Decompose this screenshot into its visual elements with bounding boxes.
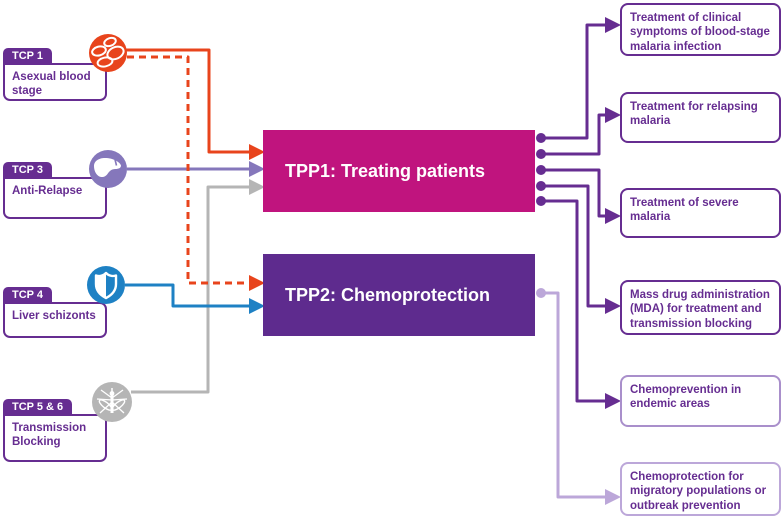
connector-tcp56-tpp1 (131, 179, 265, 394)
shield-icon (87, 266, 125, 304)
connector-tcp3-tpp1 (127, 161, 265, 177)
tcp56-label: Transmission Blocking (3, 414, 107, 462)
tcp3-label: Anti-Relapse (3, 177, 107, 219)
tcp1-tab: TCP 1 (3, 48, 52, 64)
outcome-severe-malaria: Treatment of severe malaria (620, 188, 781, 238)
connector-tpp2-outcome6 (536, 288, 621, 505)
connector-tpp1-outcome2 (536, 107, 621, 159)
outcome-blood-stage-treatment: Treatment of clinical symptoms of blood-… (620, 3, 781, 56)
connector-tpp1-outcome5 (536, 196, 621, 409)
tcp3-card: TCP 3 Anti-Relapse (3, 160, 107, 219)
mosquito-icon (92, 382, 132, 422)
connector-tpp1-outcome4 (536, 181, 621, 314)
tcp3-tab: TCP 3 (3, 162, 52, 178)
connector-tpp1-outcome3 (536, 165, 621, 224)
connector-tcp4-tpp2 (125, 283, 265, 314)
tcp4-card: TCP 4 Liver schizonts (3, 285, 107, 338)
tpp2-box: TPP2: Chemoprotection (263, 254, 535, 336)
connector-tcp1-tpp1 (121, 48, 265, 160)
tcp56-tab: TCP 5 & 6 (3, 399, 73, 415)
connector-tpp1-outcome1 (536, 17, 621, 143)
liver-icon (89, 150, 127, 188)
outcome-mda: Mass drug administration (MDA) for treat… (620, 280, 781, 335)
outcome-chemoprevention-endemic: Chemoprevention in endemic areas (620, 375, 781, 427)
tcp1-label: Asexual blood stage (3, 63, 107, 101)
outcome-relapsing-malaria: Treatment for relapsing malaria (620, 92, 781, 143)
tpp1-title: TPP1: Treating patients (285, 160, 486, 181)
tcp1-card: TCP 1 Asexual blood stage (3, 46, 107, 101)
blood-cells-icon (89, 34, 127, 72)
tcp4-tab: TCP 4 (3, 287, 52, 303)
connector-tcp1-tpp2-dashed (127, 55, 265, 291)
outcome-chemoprotection-migratory: Chemoprotection for migratory population… (620, 462, 781, 516)
tpp2-title: TPP2: Chemoprotection (285, 284, 491, 305)
tcp4-label: Liver schizonts (3, 302, 107, 338)
tpp1-box: TPP1: Treating patients (263, 130, 535, 212)
tcp56-card: TCP 5 & 6 Transmission Blocking (3, 397, 107, 462)
